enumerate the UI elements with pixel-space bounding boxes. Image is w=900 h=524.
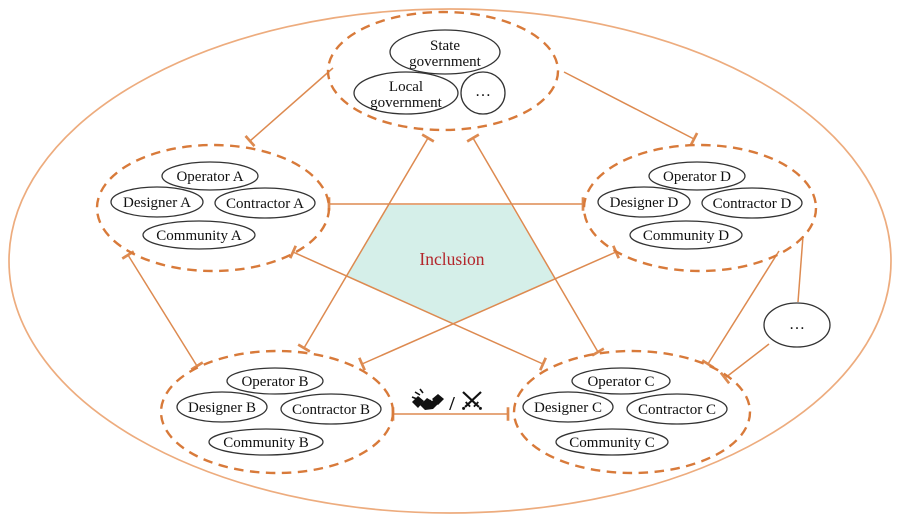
government-more-label: …: [475, 83, 491, 100]
contractor-b-label: Contractor B: [292, 402, 370, 418]
operator-b-label: Operator B: [241, 374, 308, 390]
operator-c-label: Operator C: [587, 374, 654, 390]
community-d-label: Community D: [643, 228, 729, 244]
link-a-b: [121, 250, 204, 371]
link-government-a: [244, 67, 334, 147]
inclusion-label: Inclusion: [419, 249, 484, 269]
separator-slash: /: [448, 393, 455, 415]
node-community-d: [629, 220, 743, 250]
handshake-icon: [411, 388, 444, 410]
contractor-c-label: Contractor C: [638, 402, 716, 418]
node-designer-c: [522, 391, 614, 423]
node-contractor-c: [626, 393, 728, 425]
node-operator-a: [161, 161, 259, 191]
link-government-d: [563, 71, 699, 146]
node-state-government: [389, 29, 501, 75]
node-more-groups: [763, 302, 831, 348]
contractor-a-label: Contractor A: [226, 196, 304, 212]
cluster-d-boundary: [582, 143, 818, 273]
node-operator-d: [648, 161, 746, 191]
crossed-swords-icon: [462, 391, 482, 410]
designer-c-label: Designer C: [534, 400, 602, 416]
cluster-b-boundary: [159, 349, 395, 475]
designer-a-label: Designer A: [123, 195, 191, 211]
link-b-d: [358, 245, 620, 371]
node-government-more: [460, 71, 506, 115]
state-government-label-line2: government: [409, 54, 481, 70]
node-community-c: [555, 428, 669, 456]
community-a-label: Community A: [156, 228, 242, 244]
community-c-label: Community C: [569, 435, 654, 451]
cluster-c-boundary: [512, 349, 752, 475]
community-b-label: Community B: [223, 435, 308, 451]
node-community-a: [142, 220, 256, 250]
node-contractor-d: [701, 187, 803, 219]
node-contractor-b: [280, 393, 382, 425]
operator-a-label: Operator A: [176, 169, 243, 185]
local-government-label-line1: Local: [389, 79, 423, 95]
operator-d-label: Operator D: [663, 169, 731, 185]
local-government-label-line2: government: [370, 95, 442, 111]
cluster-a-boundary: [95, 143, 331, 273]
node-operator-c: [571, 367, 671, 395]
contractor-d-label: Contractor D: [713, 196, 792, 212]
link-d-more: [797, 235, 804, 303]
outer-boundary-ellipse: [8, 8, 892, 514]
node-designer-d: [597, 186, 691, 218]
node-community-b: [208, 428, 324, 456]
designer-d-label: Designer D: [610, 195, 679, 211]
node-designer-a: [110, 186, 204, 218]
node-local-government: [353, 71, 459, 115]
link-more-c: [719, 343, 770, 385]
link-d-c: [701, 250, 780, 369]
state-government-label-line1: State: [430, 38, 460, 54]
node-operator-b: [226, 367, 324, 395]
more-groups-label: …: [789, 316, 805, 333]
node-designer-b: [176, 391, 268, 423]
designer-b-label: Designer B: [188, 400, 256, 416]
cluster-government-boundary: [326, 10, 560, 132]
node-contractor-a: [214, 187, 316, 219]
